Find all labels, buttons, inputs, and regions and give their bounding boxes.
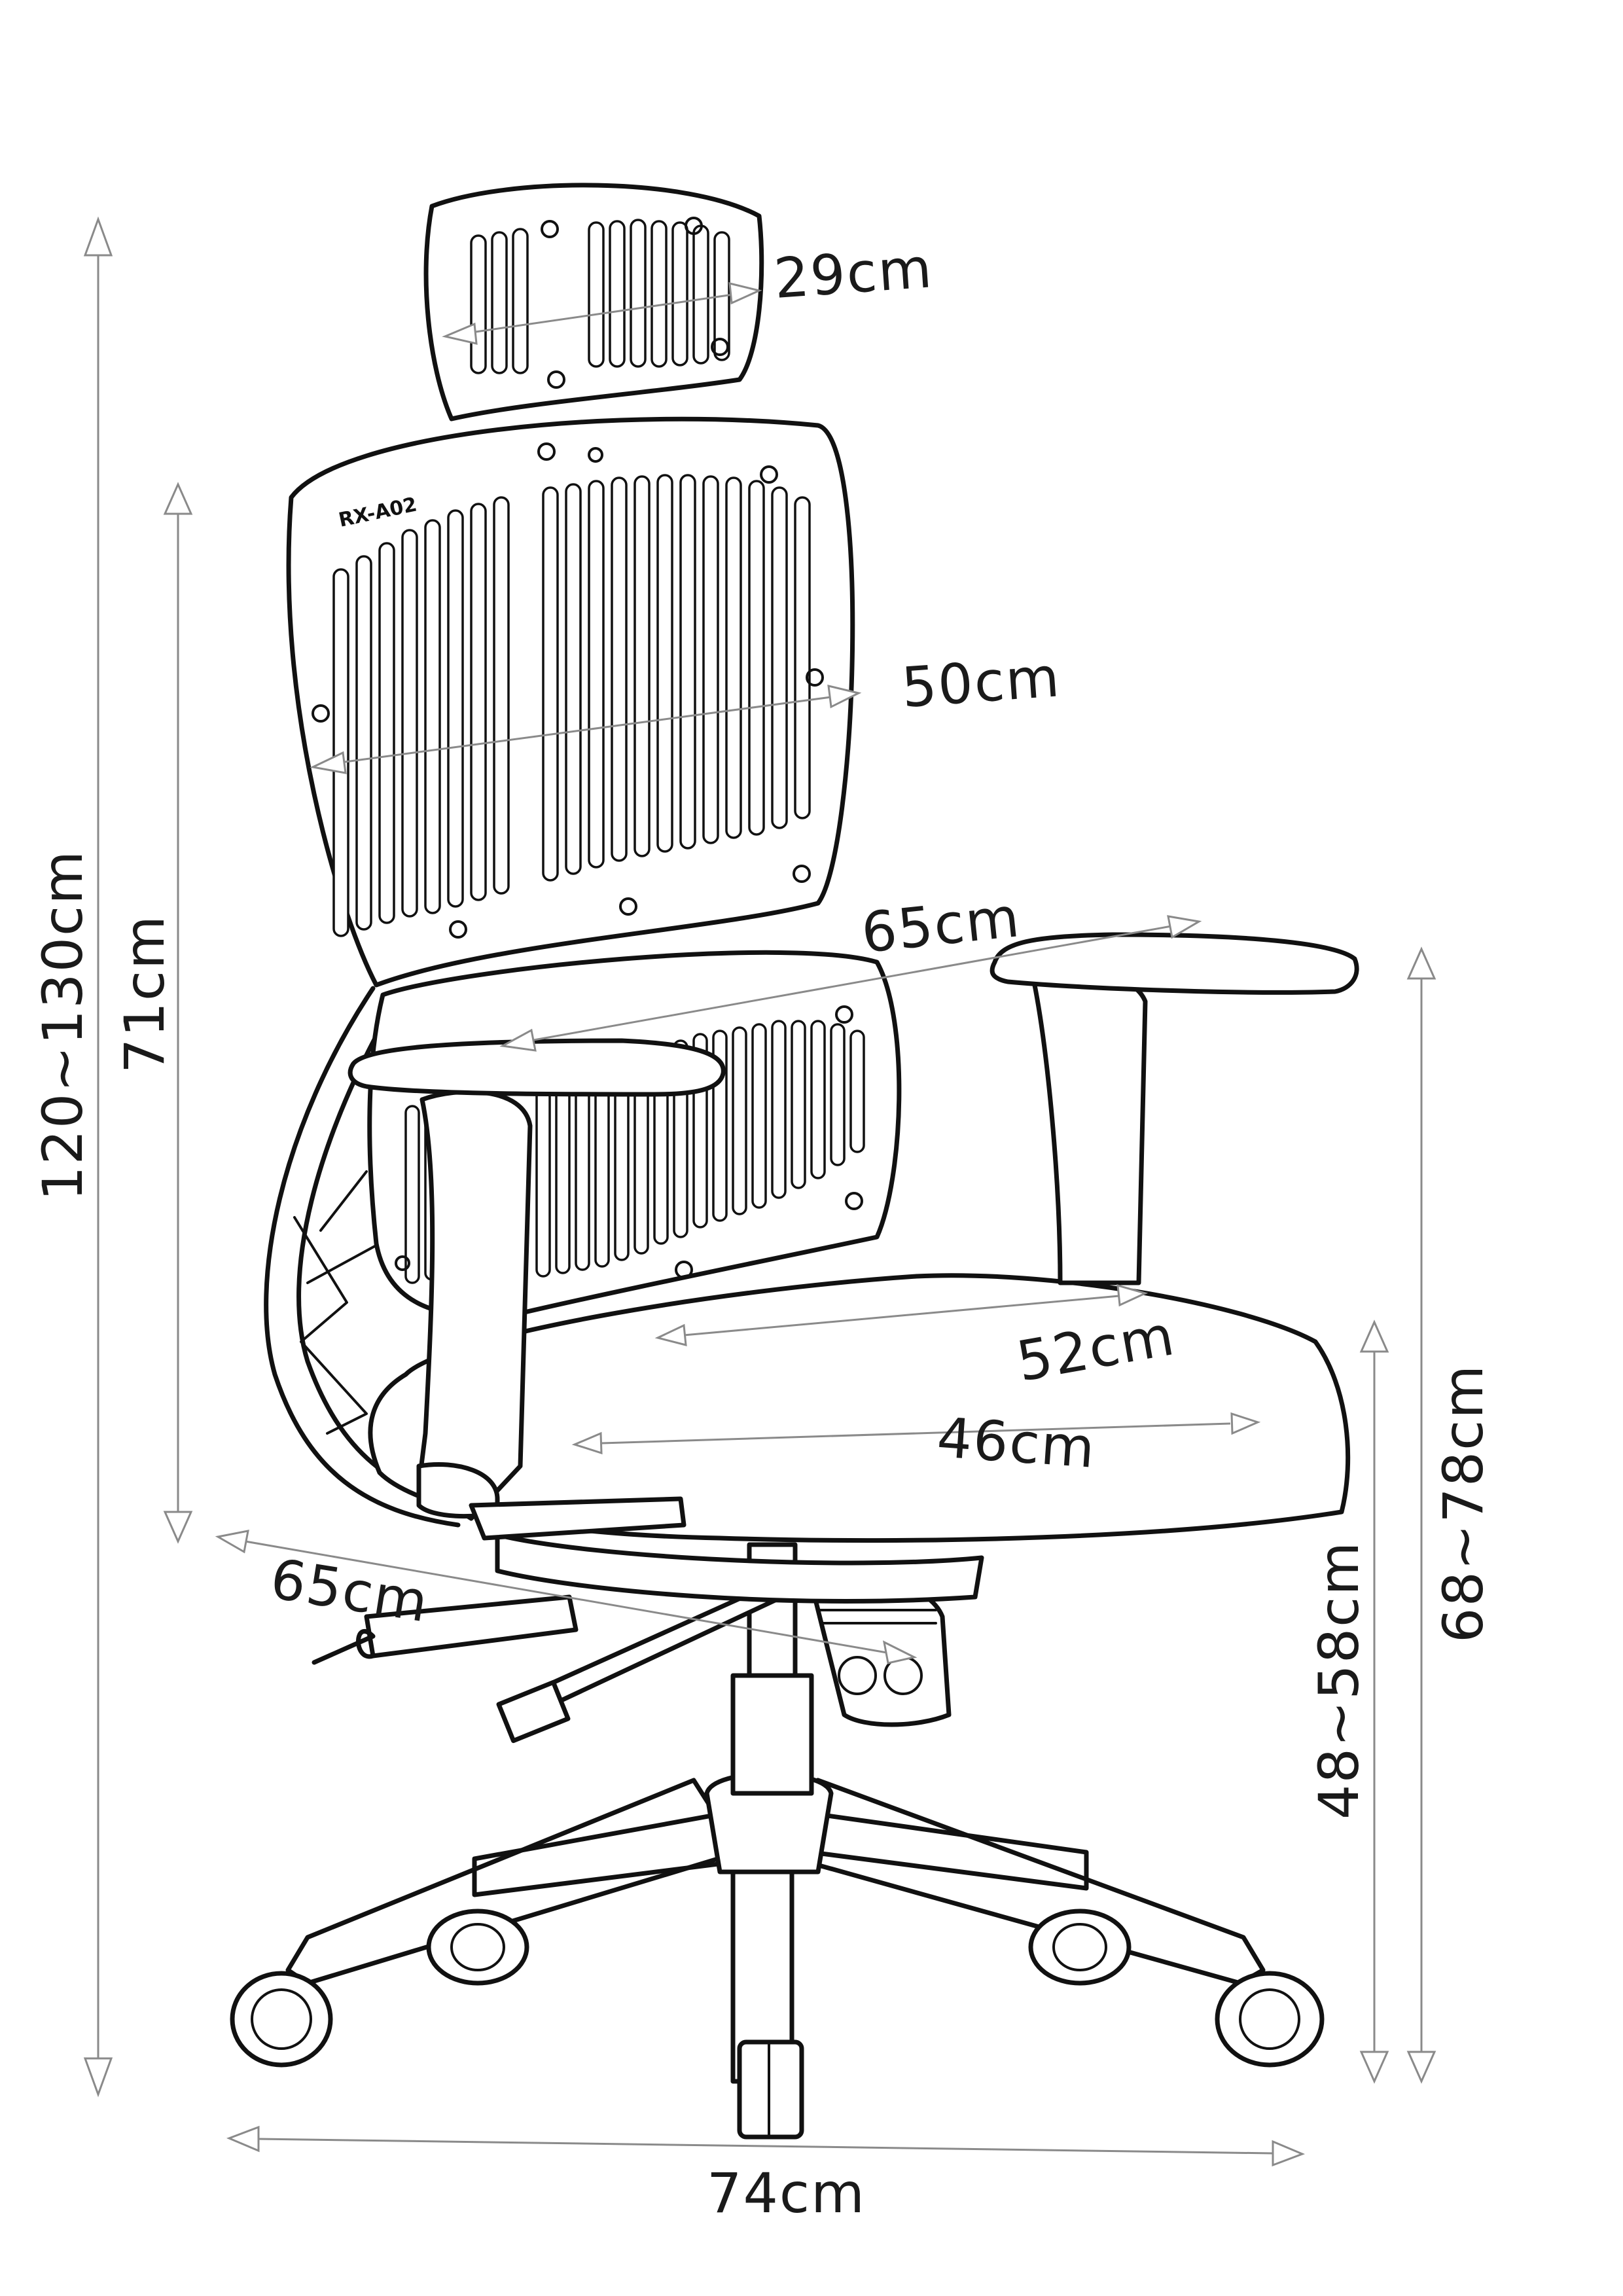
label-base-width: 74cm <box>707 2161 866 2225</box>
office-chair-drawing: RX-A02 <box>230 183 1359 2140</box>
label-seat-width: 46cm <box>935 1405 1098 1480</box>
headrest <box>423 183 764 422</box>
label-headrest-width: 29cm <box>772 236 935 311</box>
label-armrest-height: 68~78cm <box>1431 1364 1495 1643</box>
dimline-headrest-width <box>442 282 762 345</box>
left-armrest <box>348 1038 726 1541</box>
dimline-base-width <box>226 2125 1306 2167</box>
dimline-seat-width <box>571 1412 1261 1455</box>
dimline-seat-height <box>1359 1319 1389 2084</box>
dimline-backrest-height <box>163 482 193 1544</box>
dimline-armrest-span <box>499 915 1202 1052</box>
dimline-backrest-width <box>310 685 862 774</box>
right-armrest <box>990 932 1359 1285</box>
dimline-armrest-height <box>1406 946 1436 2084</box>
caster-wheels <box>230 1909 1325 2140</box>
label-backrest-height: 71cm <box>113 914 177 1073</box>
seat-cushion <box>368 1273 1351 1604</box>
dimension-lines <box>83 216 1436 2167</box>
label-total-height: 120~130cm <box>31 850 95 1201</box>
backrest: RX-A02 <box>286 416 855 988</box>
dimline-total-height <box>83 216 113 2098</box>
label-overall-depth: 65cm <box>266 1547 433 1635</box>
dimline-overall-depth <box>215 1530 918 1664</box>
label-backrest-width: 50cm <box>900 645 1063 720</box>
dimline-seat-depth <box>654 1283 1149 1346</box>
label-seat-height: 48~58cm <box>1307 1541 1371 1820</box>
